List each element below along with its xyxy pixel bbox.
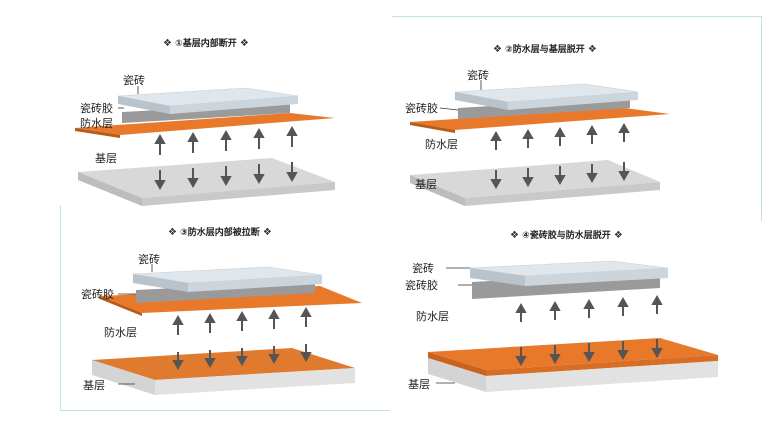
panel-2-title: ❖ ②防水层与基层脱开 ❖ xyxy=(493,44,597,55)
base-layer xyxy=(428,358,486,392)
frame-line-right xyxy=(761,16,762,221)
waterproof-layer xyxy=(428,338,718,370)
waterproof-label: 防水层 xyxy=(80,117,113,130)
base-layer xyxy=(78,158,335,198)
panel-3-title: ❖ ③防水层内部被拉断 ❖ xyxy=(168,227,272,238)
frame-line-bottom xyxy=(60,410,390,411)
base-layer xyxy=(92,348,355,380)
base-label: 基层 xyxy=(83,379,105,392)
waterproof-layer xyxy=(75,113,335,135)
adhesive-label: 瓷砖胶 xyxy=(405,279,438,292)
force-arrows-down xyxy=(154,162,298,191)
force-arrows-up xyxy=(515,294,663,322)
panel-1-title: ❖ ①基层内部断开 ❖ xyxy=(163,38,249,49)
diamond-cluster-icon: ❖ xyxy=(493,44,502,55)
base-layer xyxy=(410,160,660,198)
waterproof-layer xyxy=(410,108,670,130)
tile-label: 瓷砖 xyxy=(467,69,489,82)
tile-label: 瓷砖 xyxy=(138,253,160,266)
adhesive-layer xyxy=(122,103,290,123)
base-label: 基层 xyxy=(415,178,437,191)
force-arrows-up xyxy=(490,122,630,150)
diamond-cluster-icon: ❖ xyxy=(613,230,623,241)
adhesive-label: 瓷砖胶 xyxy=(405,102,438,115)
adhesive-label: 瓷砖胶 xyxy=(80,102,113,115)
waterproof-label: 防水层 xyxy=(416,310,449,323)
force-arrows-up xyxy=(172,306,312,335)
force-arrows-up xyxy=(154,125,298,155)
force-arrows-down xyxy=(515,339,663,367)
diamond-cluster-icon: ❖ xyxy=(168,227,177,238)
diamond-cluster-icon: ❖ xyxy=(163,38,172,49)
tile-label: 瓷砖 xyxy=(123,74,145,87)
tile-label: 瓷砖 xyxy=(412,262,434,275)
frame-line-left-bottom xyxy=(60,205,61,410)
waterproof-label: 防水层 xyxy=(425,138,458,151)
panel-4-title: ❖ ④瓷砖胶与防水层脱开 ❖ xyxy=(510,230,623,241)
force-arrows-down xyxy=(172,344,312,371)
diamond-cluster-icon: ❖ xyxy=(262,227,272,238)
adhesive-label: 瓷砖胶 xyxy=(81,288,114,301)
base-layer-side xyxy=(78,172,142,206)
base-label: 基层 xyxy=(408,378,430,391)
force-arrows-down xyxy=(490,162,630,190)
frame-line-top xyxy=(392,16,762,17)
base-label: 基层 xyxy=(95,152,117,165)
diamond-cluster-icon: ❖ xyxy=(239,38,249,49)
waterproof-label: 防水层 xyxy=(104,326,137,339)
diamond-cluster-icon: ❖ xyxy=(510,230,519,241)
diamond-cluster-icon: ❖ xyxy=(587,44,597,55)
